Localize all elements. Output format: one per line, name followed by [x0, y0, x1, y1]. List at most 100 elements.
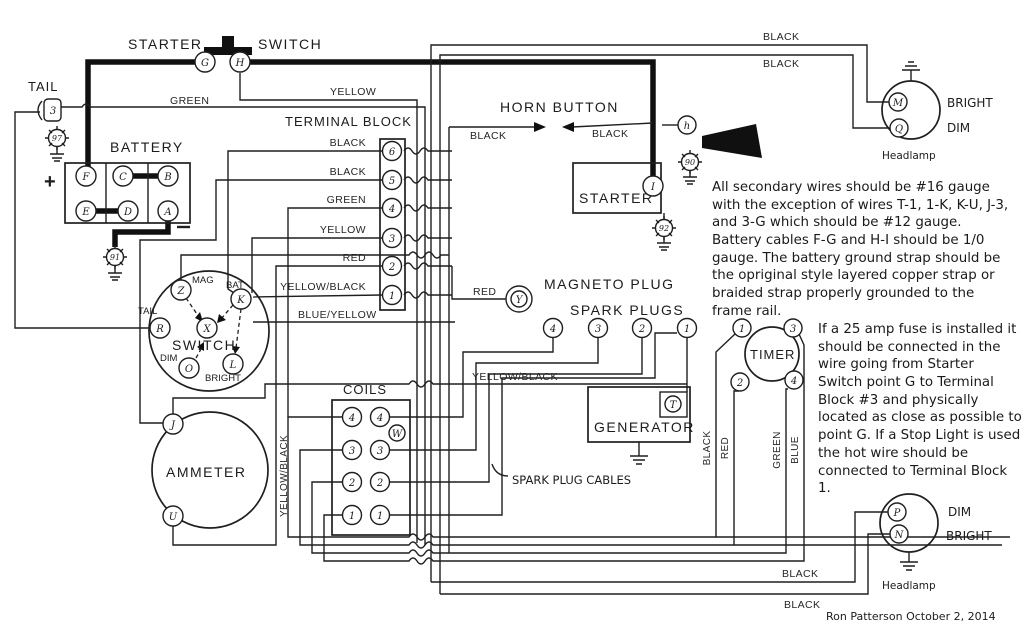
ammeter-terminal-u — [162, 505, 184, 527]
coil-left-1 — [341, 504, 363, 526]
tb-terminal-2 — [381, 255, 403, 277]
headlamp-bottom-bright-label: BRIGHT — [946, 529, 992, 543]
terminal-i — [642, 175, 664, 197]
ground-92: 92 — [652, 213, 676, 251]
coil-right-4 — [369, 406, 391, 428]
coil-left-2-num: 2 — [348, 478, 355, 489]
switch-terminal-k — [230, 288, 252, 310]
note-fuse: If a 25 amp fuse is installed it should … — [818, 322, 1022, 497]
tb-terminal-4-num: 4 — [388, 204, 395, 215]
terminal-q-letter: Q — [895, 124, 903, 135]
horn-black-left-label: BLACK — [470, 130, 506, 142]
terminal-h — [229, 51, 251, 73]
terminal-d — [117, 200, 139, 222]
starter-motor-label: STARTER — [579, 190, 654, 206]
tb-terminal-5-num: 5 — [389, 176, 395, 187]
timer-wire-red-label: RED — [720, 437, 731, 459]
terminal-h-letter: H — [235, 58, 245, 69]
coil-right-4-num: 4 — [376, 413, 383, 424]
terminal-i-letter: I — [650, 182, 656, 193]
timer-terminal-4-num: 4 — [790, 376, 797, 387]
horn-button-label: HORN BUTTON — [500, 99, 619, 115]
starter-switch-label-right: SWITCH — [258, 36, 322, 52]
coil-right-2 — [369, 471, 391, 493]
headlamp-bottom-circle — [879, 493, 939, 553]
wire-tb5-right — [403, 176, 452, 184]
wire-tb4-right — [403, 204, 452, 212]
wire-battery-f-to-g — [85, 59, 195, 167]
headlamp-bottom-terminal-p — [887, 502, 907, 522]
terminal-c-letter: C — [119, 172, 127, 183]
terminal-a — [157, 200, 179, 222]
cable-coil3-plug3 — [389, 338, 599, 451]
timer-circle — [744, 326, 800, 382]
tb-terminal-1 — [381, 284, 403, 306]
timer-label: TIMER — [750, 347, 795, 362]
svg-text:91: 91 — [110, 253, 120, 262]
ammeter-label: AMMETER — [166, 464, 247, 480]
wire-black-headlamp-m — [430, 44, 889, 582]
terminal-b — [157, 165, 179, 187]
switch-terminal-r-letter: R — [155, 324, 164, 335]
tb-wire-1-label: YELLOW/BLACK — [280, 281, 366, 293]
terminal-block-label: TERMINAL BLOCK — [285, 114, 412, 129]
switch-terminal-o-letter: O — [185, 364, 193, 375]
svg-text:97: 97 — [52, 134, 63, 143]
headlamp-bottom-terminal-n — [889, 524, 909, 544]
terminal-f-letter: F — [82, 172, 91, 183]
wire-green-tail-bus — [61, 103, 426, 545]
tb-wire-6-label: BLACK — [330, 137, 366, 149]
cable-coil1-plug1 — [389, 332, 677, 516]
ground-90: 90 — [678, 150, 702, 185]
headlamp-bottom-dim-label: DIM — [948, 505, 971, 519]
switch-terminal-l-letter: L — [229, 360, 237, 371]
switch-mag-label: MAG — [192, 275, 214, 286]
tail-lamp-bulb: 3 — [50, 106, 56, 117]
headlamp-top-ground — [902, 61, 920, 81]
tb-terminal-3 — [381, 227, 403, 249]
wire-h-to-starter-i — [250, 59, 656, 176]
terminal-n-letter: N — [894, 530, 905, 541]
headlamp-top-label: Headlamp — [882, 150, 936, 162]
terminal-c — [112, 165, 134, 187]
wire-tail-r — [14, 111, 150, 329]
coil-right-1 — [369, 504, 391, 526]
switch-terminal-k-letter: K — [236, 295, 245, 306]
battery-box — [64, 162, 191, 224]
terminal-e-letter: E — [81, 207, 90, 218]
terminal-horn-h — [677, 115, 697, 135]
ignition-switch-circle — [148, 270, 270, 392]
coil-right-2-num: 2 — [376, 478, 383, 489]
spark-plug-3 — [587, 317, 609, 339]
tb-terminal-6 — [381, 140, 403, 162]
headlamp-top-terminal-q — [889, 118, 909, 138]
spark-plug-4-num: 4 — [549, 324, 556, 335]
spark-plug-3-num: 3 — [595, 324, 601, 335]
coil-left-2 — [341, 471, 363, 493]
black-bottom-2-label: BLACK — [784, 599, 820, 611]
magneto-plug-label: MAGNETO PLUG — [544, 276, 675, 292]
headlamp-top-terminal-m — [888, 92, 908, 112]
ammeter-terminal-u-letter: U — [169, 512, 178, 523]
ignition-switch-label: SWITCH — [172, 337, 236, 353]
switch-tail-label: TAIL — [138, 306, 157, 317]
coil-terminal-w-letter: W — [392, 429, 403, 440]
black-bottom-1-label: BLACK — [782, 568, 818, 580]
wire-tb1-left — [252, 294, 383, 298]
headlamp-top-bright-label: BRIGHT — [947, 96, 993, 110]
ground-97: 97 — [45, 126, 69, 162]
generator-terminal-t-letter: T — [670, 400, 678, 411]
timer-terminal-1 — [732, 318, 752, 338]
coils-label: COILS — [343, 382, 387, 397]
switch-terminal-x-letter: X — [202, 324, 211, 335]
red-label: RED — [473, 286, 496, 298]
terminal-b-letter: B — [163, 172, 171, 183]
switch-dim-label: DIM — [160, 353, 178, 364]
arrow-k-x — [217, 314, 226, 323]
switch-terminal-o — [178, 357, 200, 379]
timer-terminal-1-num: 1 — [739, 324, 745, 335]
wire-black-headlamp-q — [439, 54, 891, 594]
tail-lamp-cap — [37, 100, 43, 121]
tail-lamp-icon — [43, 98, 62, 122]
